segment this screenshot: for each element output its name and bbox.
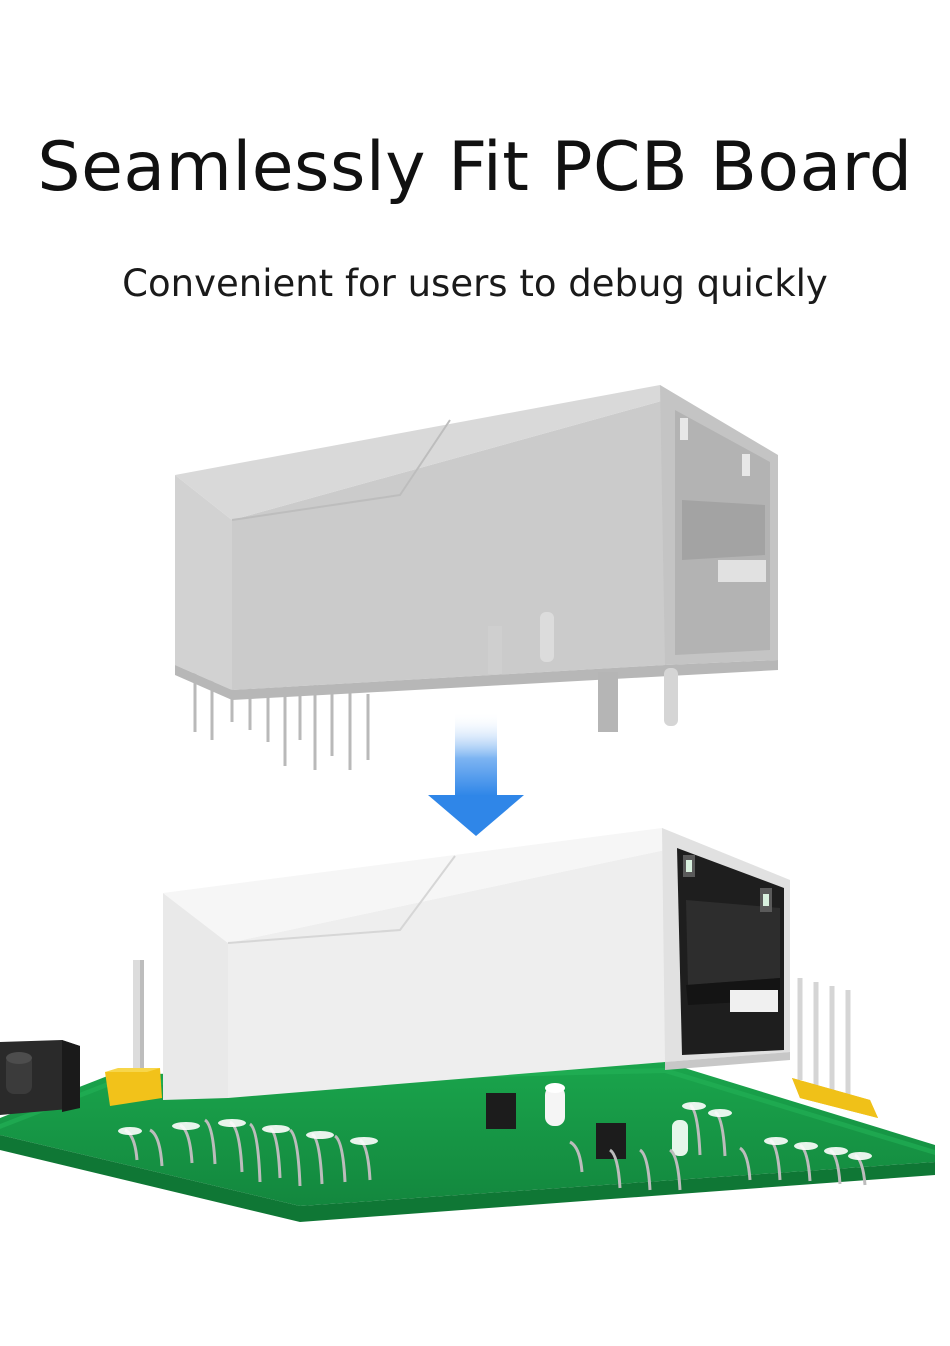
subheadline: Convenient for users to debug quickly [122,262,828,305]
headline: Seamlessly Fit PCB Board [37,128,913,207]
jumper-header [105,960,162,1106]
tactile-switch [0,1040,80,1115]
solder-pad-highlights [118,1102,872,1160]
floating-rj45-connector [175,385,778,770]
down-arrow-icon [428,712,524,836]
mounted-rj45-connector [163,828,790,1100]
pcb-board [0,1062,935,1222]
pin-header-right [792,978,878,1118]
board-components [486,1083,688,1159]
